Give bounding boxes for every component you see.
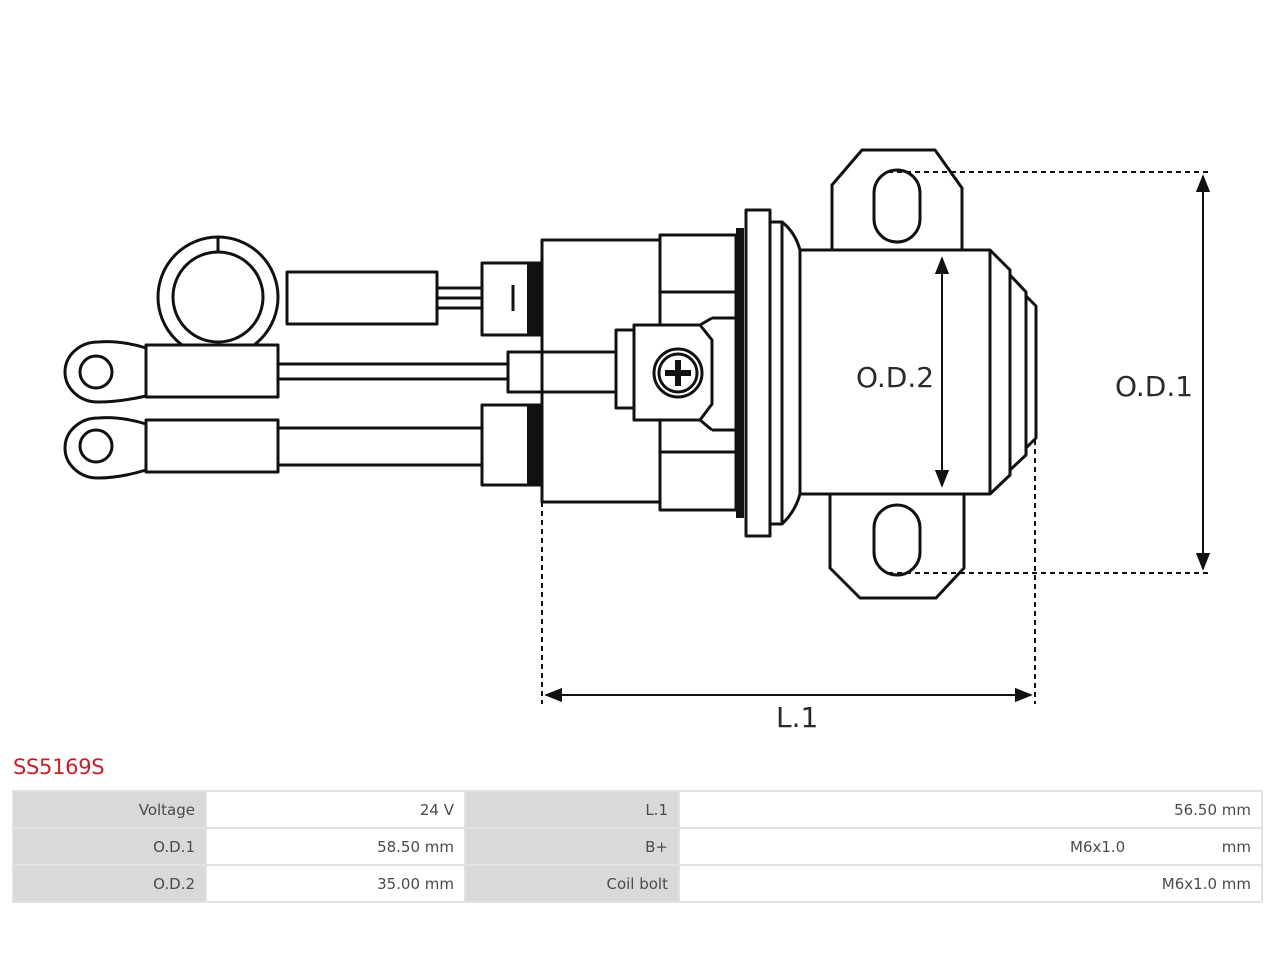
od1-spec-label: O.D.1 xyxy=(14,829,205,864)
table-row: Voltage 24 V L.1 56.50 mm xyxy=(14,792,1261,827)
coil-bolt-head xyxy=(652,347,704,399)
ring-terminal-lower xyxy=(63,403,544,487)
voltage-label: Voltage xyxy=(14,792,205,827)
solenoid-flange xyxy=(736,208,802,538)
od2-spec-label: O.D.2 xyxy=(14,866,205,901)
b-plus-label: B+ xyxy=(466,829,678,864)
od2-label: O.D.2 xyxy=(856,361,934,394)
table-row: O.D.2 35.00 mm Coil bolt M6x1.0 mm xyxy=(14,866,1261,901)
b-plus-value-cell: M6x1.0 mm xyxy=(680,829,1261,864)
b-plus-unit: mm xyxy=(1221,837,1251,856)
b-plus-value: M6x1.0 xyxy=(1070,837,1126,856)
specs-table: Voltage 24 V L.1 56.50 mm O.D.1 58.50 mm… xyxy=(12,790,1263,903)
od1-spec-value: 58.50 mm xyxy=(207,829,464,864)
l1-spec-label: L.1 xyxy=(466,792,678,827)
ring-terminal-large xyxy=(156,235,544,359)
l1-spec-value: 56.50 mm xyxy=(680,792,1261,827)
od1-dimension xyxy=(888,171,1212,574)
ring-terminal-upper xyxy=(63,340,620,404)
l1-label: L.1 xyxy=(776,701,818,734)
coil-bolt-value: M6x1.0 mm xyxy=(680,866,1261,901)
solenoid-body xyxy=(798,248,1038,496)
od1-label: O.D.1 xyxy=(1115,370,1193,403)
table-row: O.D.1 58.50 mm B+ M6x1.0 mm xyxy=(14,829,1261,864)
od2-spec-value: 35.00 mm xyxy=(207,866,464,901)
coil-bolt-label: Coil bolt xyxy=(466,866,678,901)
part-number: SS5169S xyxy=(13,755,105,779)
mounting-bracket xyxy=(828,148,966,600)
solenoid-technical-drawing: O.D.2 O.D.1 L.1 xyxy=(63,148,1212,734)
voltage-value: 24 V xyxy=(207,792,464,827)
l1-dimension xyxy=(541,440,1036,704)
